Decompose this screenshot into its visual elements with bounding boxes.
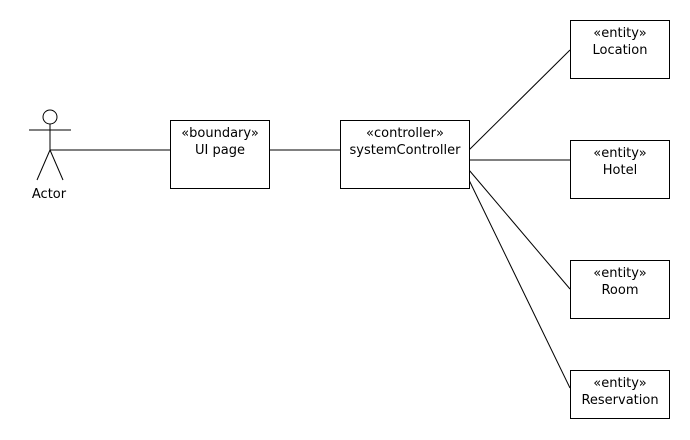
actor[interactable]: Actor <box>29 109 71 202</box>
entity-box-room[interactable]: «entity» Room <box>570 260 670 319</box>
controller-reservation-association <box>468 179 571 389</box>
entity-name: Location <box>593 43 648 58</box>
entity-stereotype: «entity» <box>593 266 646 281</box>
entity-stereotype: «entity» <box>593 26 646 41</box>
controller-room-association <box>468 169 571 290</box>
controller-name: systemController <box>350 143 462 158</box>
entity-box-hotel[interactable]: «entity» Hotel <box>570 140 670 199</box>
controller-location-association <box>468 49 571 151</box>
boundary-stereotype: «boundary» <box>181 126 259 141</box>
entity-stereotype: «entity» <box>593 146 646 161</box>
boundary-box[interactable]: «boundary» UI page <box>170 120 270 189</box>
entity-stereotype: «entity» <box>593 376 646 391</box>
entity-box-reservation[interactable]: «entity» Reservation <box>570 370 670 419</box>
entity-name: Hotel <box>603 163 637 178</box>
actor-label: Actor <box>32 187 67 202</box>
entity-box-location[interactable]: «entity» Location <box>570 20 670 79</box>
entity-name: Reservation <box>581 393 658 408</box>
actor-stick-figure-icon <box>29 109 71 181</box>
entity-name: Room <box>601 283 638 298</box>
controller-box[interactable]: «controller» systemController <box>340 120 470 189</box>
boundary-name: UI page <box>195 143 245 158</box>
controller-stereotype: «controller» <box>366 126 444 141</box>
